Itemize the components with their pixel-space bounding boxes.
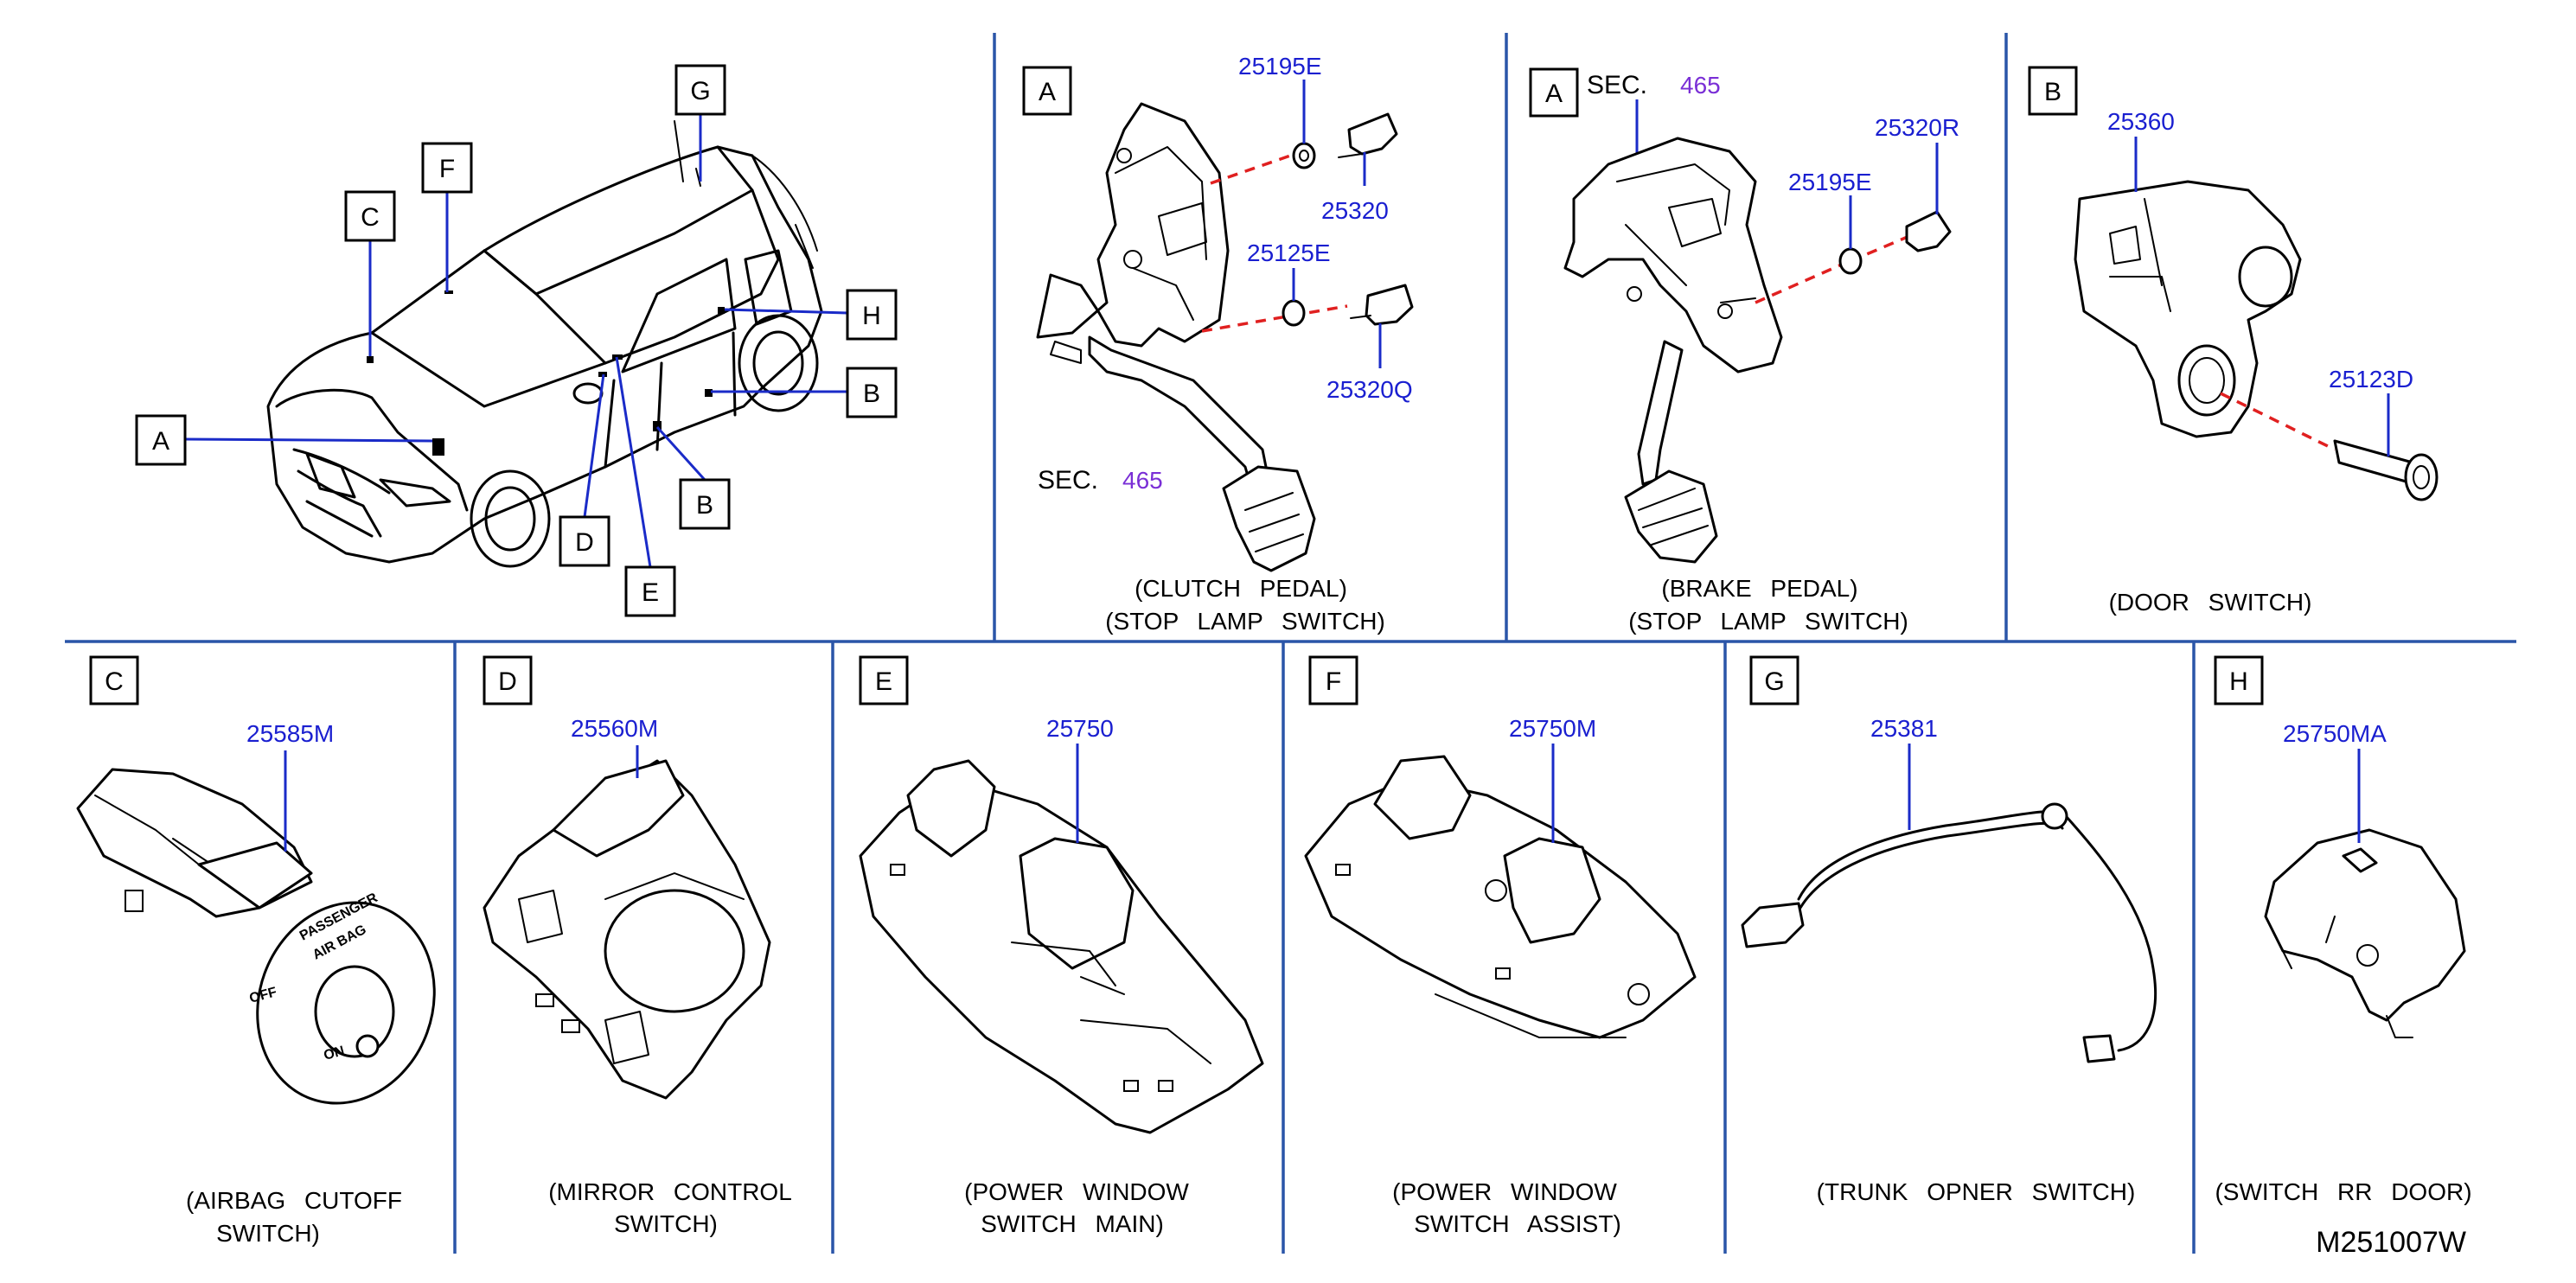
section-label: SEC. xyxy=(1587,71,1647,99)
part-number: 25560M xyxy=(571,715,658,742)
caption-line-1: (DOOR SWITCH) xyxy=(2109,589,2312,616)
section-number: 465 xyxy=(1122,467,1163,494)
panel-letter: B xyxy=(2044,78,2061,106)
part-number: 25750 xyxy=(1046,715,1114,742)
panel-letter: A xyxy=(1545,80,1563,108)
caption-line-2: SWITCH) xyxy=(614,1210,718,1237)
power-window-main-illustration xyxy=(859,759,1264,1134)
part-25123d-clip xyxy=(2333,439,2439,501)
panel-letter: F xyxy=(1326,667,1341,696)
caption-line-1: (AIRBAG CUTOFF xyxy=(186,1187,402,1214)
callout-label: B xyxy=(863,380,880,408)
rr-door-switch-illustration xyxy=(2264,828,2466,1038)
panel-mirror-control: D 25560M (MIRROR CONTROL SWITCH) xyxy=(483,655,792,1237)
panel-brake-pedal: A SEC. 465 25320R 25195E (BRAKE PEDAL) (… xyxy=(1529,67,1959,635)
part-number: 25195E xyxy=(1788,169,1872,195)
diagram-code: M251007W xyxy=(2316,1226,2466,1259)
callout-label: A xyxy=(152,427,169,456)
panel-letter: E xyxy=(875,667,892,696)
panel-airbag-cutoff: C PASSENGER AIR BAG OFF ON 25585M (AIRBA… xyxy=(76,655,436,1247)
power-window-assist-illustration xyxy=(1304,755,1697,1039)
part-number: 25320Q xyxy=(1326,376,1413,403)
callout-d: D xyxy=(559,515,610,567)
caption-line-1: (BRAKE PEDAL) xyxy=(1661,575,1857,602)
part-25195e-grommet xyxy=(1838,247,1863,275)
part-number: 25750MA xyxy=(2283,720,2387,747)
airbag-switch-illustration xyxy=(76,768,436,1105)
callout-h: H xyxy=(846,289,898,341)
panel-letter: C xyxy=(105,667,124,696)
section-label: SEC. xyxy=(1038,466,1098,495)
callout-g: G xyxy=(674,64,726,116)
overview-leaders xyxy=(184,114,848,568)
callout-label: D xyxy=(575,528,594,557)
caption-line-1: (CLUTCH PEDAL) xyxy=(1135,575,1347,602)
part-25320-switch xyxy=(1338,112,1398,158)
callout-c: C xyxy=(344,190,396,242)
mirror-switch-illustration xyxy=(483,759,771,1100)
callout-f: F xyxy=(421,142,473,194)
panel-letter: A xyxy=(1039,78,1056,106)
panel-switch-rr-door: H 25750MA (SWITCH RR DOOR) xyxy=(2214,655,2472,1205)
part-25125e-grommet xyxy=(1282,299,1306,327)
vehicle-overview: A B B C D E F G xyxy=(135,64,898,617)
panel-power-window-assist: F 25750M (POWER WINDOW SWITCH ASSIST) xyxy=(1304,655,1697,1237)
callout-label: C xyxy=(361,203,380,232)
caption-line-1: (TRUNK OPNER SWITCH) xyxy=(1817,1178,2136,1205)
clutch-pedal-illustration xyxy=(1036,102,1316,572)
panel-trunk-opener: G 25381 (TRUNK OPNER SWITCH) xyxy=(1741,655,2157,1205)
callout-label: G xyxy=(690,77,710,105)
trunk-switch-illustration xyxy=(1741,802,2157,1063)
airbag-on-text: ON xyxy=(323,1044,347,1063)
part-25195e-grommet xyxy=(1292,142,1316,169)
caption-line-2: SWITCH ASSIST) xyxy=(1414,1210,1621,1237)
callout-label: F xyxy=(439,155,455,183)
panel-letter: H xyxy=(2229,667,2248,696)
part-number: 25585M xyxy=(246,720,334,747)
panel-separators xyxy=(65,33,2516,1254)
caption-line-1: (POWER WINDOW xyxy=(1392,1178,1617,1205)
part-number: 25195E xyxy=(1238,53,1322,80)
callout-e: E xyxy=(624,565,676,617)
caption-line-2: (STOP LAMP SWITCH) xyxy=(1628,608,1908,635)
part-number: 25320R xyxy=(1875,114,1959,141)
part-number: 25123D xyxy=(2329,366,2413,393)
caption-line-1: (POWER WINDOW xyxy=(964,1178,1189,1205)
callout-b-rear: B xyxy=(679,478,731,530)
brake-pedal-illustration xyxy=(1563,137,1783,564)
door-switch-illustration xyxy=(2074,180,2302,438)
car-illustration xyxy=(266,120,823,568)
callout-b-front: B xyxy=(846,367,898,418)
callout-label: E xyxy=(642,578,659,607)
panel-power-window-main: E 25750 (POWER WINDOW SWITCH MAIN) xyxy=(859,655,1264,1237)
part-number: 25320 xyxy=(1321,197,1389,224)
caption-line-1: (SWITCH RR DOOR) xyxy=(2215,1178,2471,1205)
part-25320q-switch xyxy=(1350,284,1414,326)
caption-line-2: SWITCH MAIN) xyxy=(981,1210,1164,1237)
panel-door-switch: B 25360 25123D (DOOR SWITCH) xyxy=(2028,66,2439,616)
caption-line-2: (STOP LAMP SWITCH) xyxy=(1105,608,1385,635)
section-number: 465 xyxy=(1680,72,1721,99)
panel-letter: D xyxy=(498,667,517,696)
callout-a: A xyxy=(135,414,187,466)
caption-line-1: (MIRROR CONTROL xyxy=(548,1178,792,1205)
panel-letter: G xyxy=(1764,667,1784,696)
part-number: 25360 xyxy=(2107,108,2175,135)
callout-label: B xyxy=(696,491,713,520)
panel-clutch-pedal: A xyxy=(1022,53,1414,635)
part-number: 25381 xyxy=(1870,715,1938,742)
part-number: 25125E xyxy=(1247,239,1331,266)
callout-label: H xyxy=(862,302,881,330)
part-number: 25750M xyxy=(1509,715,1596,742)
caption-line-2: SWITCH) xyxy=(216,1220,320,1247)
part-25320r-switch xyxy=(1905,210,1952,252)
